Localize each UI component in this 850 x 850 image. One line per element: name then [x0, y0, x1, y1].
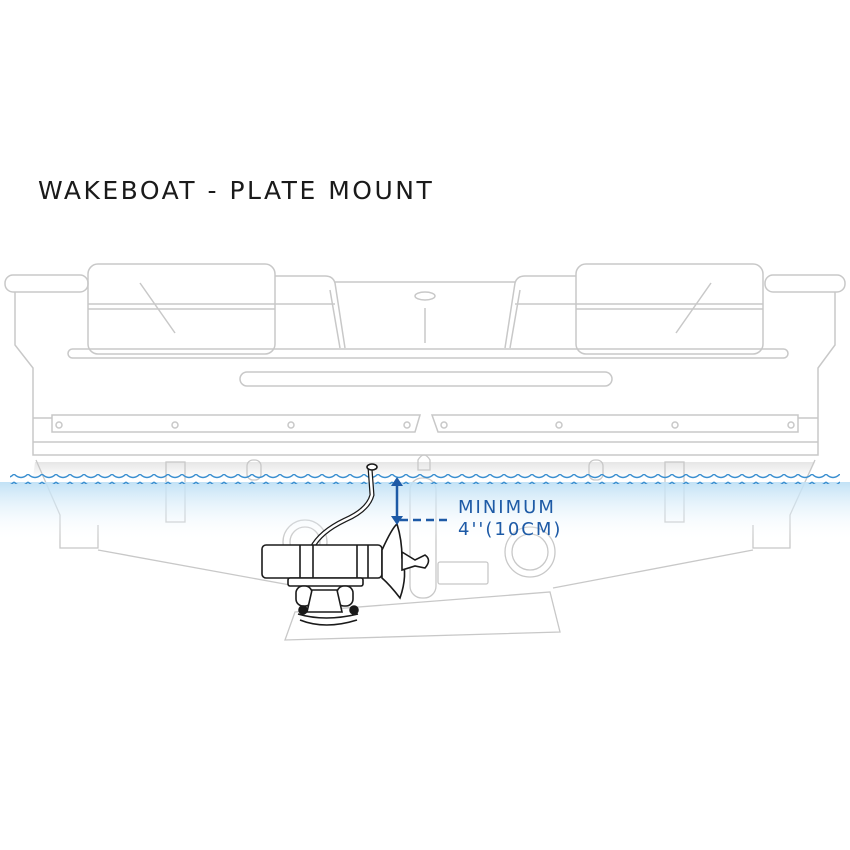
water-area	[0, 482, 850, 542]
depth-arrow	[391, 477, 448, 525]
trolling-motor	[261, 463, 430, 626]
depth-label-minimum: MINIMUM	[458, 497, 556, 518]
waterline	[10, 474, 840, 484]
diagram-title: WAKEBOAT - PLATE MOUNT	[38, 176, 435, 205]
depth-label-value: 4''(10CM)	[458, 519, 563, 540]
boat-stern-outline	[4, 263, 846, 456]
